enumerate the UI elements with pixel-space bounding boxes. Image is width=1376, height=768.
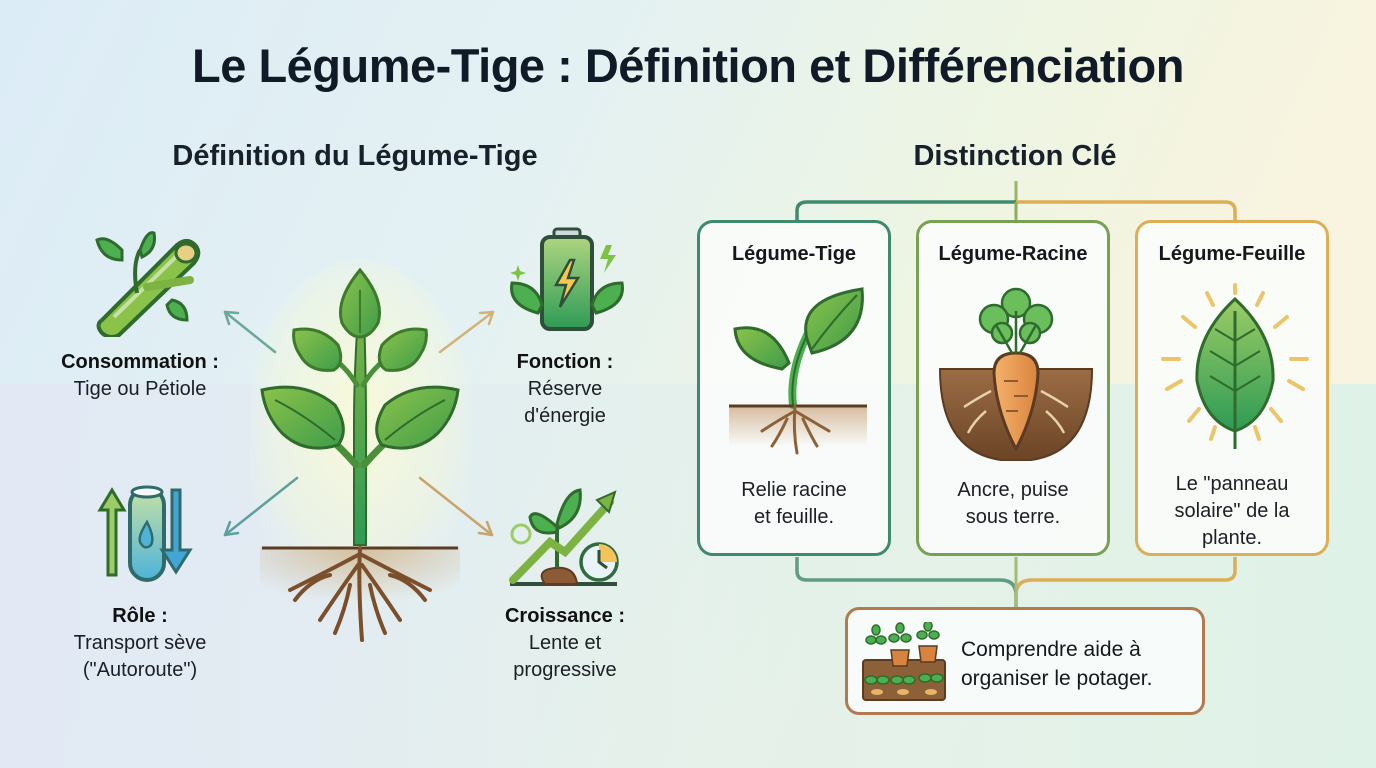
feature-text-line: Lente et [528, 632, 602, 654]
desc-line: et feuille. [753, 506, 835, 528]
feature-text: Tige ou Pétiole [73, 378, 207, 400]
card-legume-racine: Légume-Racine Ancre, puise sous terre. [916, 220, 1110, 556]
card-title: Légume-Tige [731, 243, 857, 265]
conclusion-text: Comprendre aide à organiser le potager. [961, 635, 1152, 693]
growth-chart-icon [505, 482, 623, 590]
desc-line: Ancre, puise [957, 479, 1069, 501]
feature-fonction: Fonction : Réserve d'énergie [470, 349, 660, 430]
garden-beds-icon [861, 622, 947, 702]
feature-label: Fonction : [516, 351, 614, 373]
card-description: Ancre, puise sous terre. [919, 477, 1107, 531]
stem-icon [92, 225, 204, 337]
card-title: Légume-Feuille [1158, 243, 1306, 265]
card-description: Relie racine et feuille. [700, 477, 888, 531]
feature-arrows [223, 310, 495, 537]
desc-line: plante. [1201, 527, 1263, 549]
left-section-heading: Définition du Légume-Tige [172, 140, 538, 172]
feature-croissance: Croissance : Lente et progressive [470, 603, 660, 684]
feature-text-line: d'énergie [524, 405, 606, 427]
card-title: Légume-Racine [938, 243, 1088, 265]
card-description: Le "panneau solaire" de la plante. [1138, 471, 1326, 552]
feature-label: Consommation : [61, 351, 219, 373]
seedling-icon [717, 281, 877, 461]
feature-consommation: Consommation : Tige ou Pétiole [40, 349, 240, 403]
conclusion-line: organiser le potager. [961, 667, 1153, 690]
feature-role: Rôle : Transport sève ("Autoroute") [40, 603, 240, 684]
card-legume-tige: Légume-Tige Relie racine et feuille. [697, 220, 891, 556]
feature-text-line: Réserve [527, 378, 603, 400]
plant-with-roots-icon [250, 255, 470, 650]
desc-line: Relie racine [741, 479, 847, 501]
desc-line: sous terre. [965, 506, 1061, 528]
feature-label: Rôle : [112, 605, 168, 627]
feature-text-line: ("Autoroute") [82, 659, 198, 681]
feature-text-line: Transport sève [73, 632, 207, 654]
battery-energy-icon [508, 225, 626, 337]
conclusion-line: Comprendre aide à [961, 638, 1141, 661]
sap-transport-icon [92, 480, 204, 588]
right-section-heading: Distinction Clé [913, 140, 1117, 172]
feature-text-line: progressive [513, 659, 617, 681]
desc-line: Le "panneau [1175, 473, 1289, 495]
feature-label: Croissance : [504, 605, 626, 627]
carrot-icon [936, 281, 1096, 461]
conclusion-box: Comprendre aide à organiser le potager. [845, 607, 1205, 715]
card-legume-feuille: Légume-Feuille Le "panneau solaire" de l… [1135, 220, 1329, 556]
page-title: Le Légume-Tige : Définition et Différenc… [192, 39, 1184, 92]
sunlit-leaf-icon [1155, 281, 1315, 461]
desc-line: solaire" de la [1174, 500, 1290, 522]
distinction-connectors [795, 181, 1237, 607]
